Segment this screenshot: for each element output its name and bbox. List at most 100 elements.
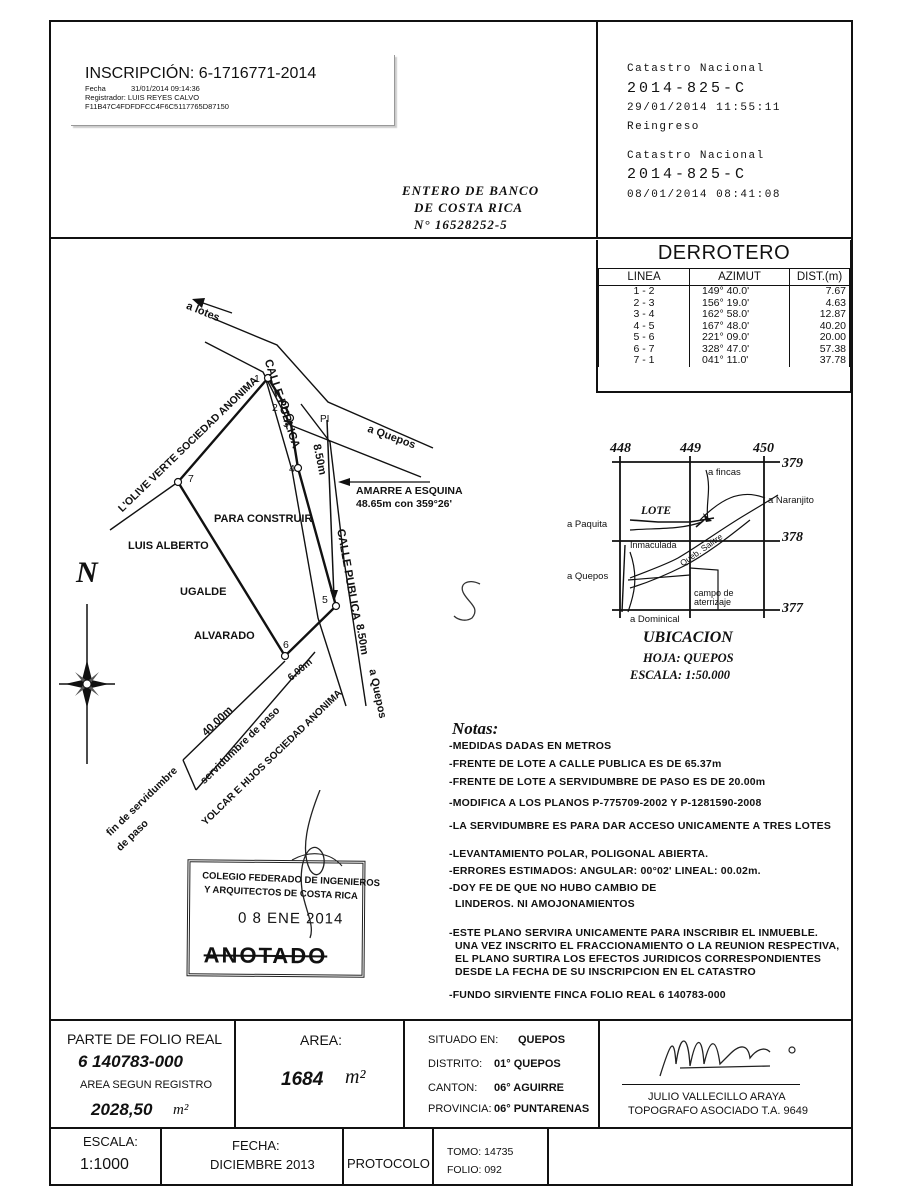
footer-divider-top (50, 1019, 852, 1021)
road-edge-right (300, 403, 367, 707)
grid-right-378: 378 (782, 530, 803, 545)
area-registro-label: AREA SEGUN REGISTRO (80, 1079, 213, 1091)
header-divider (50, 237, 852, 239)
footer-divider-mid (50, 1127, 852, 1129)
catastro-1-label: Catastro Nacional (627, 63, 765, 75)
fecha-label: FECHA: (232, 1138, 280, 1153)
note-item: -ESTE PLANO SERVIRA UNICAMENTE PARA INSC… (449, 927, 819, 939)
provincia-value: 06° PUNTARENAS (494, 1103, 590, 1115)
inscription-fecha-value: 31/01/2014 09:14:36 (131, 84, 200, 93)
area-label: AREA: (300, 1032, 343, 1048)
plan-frame (49, 20, 853, 1186)
distrito-value: 01° QUEPOS (494, 1058, 561, 1070)
tomo-value: TOMO: 14735 (447, 1146, 514, 1158)
grid-right-377: 377 (782, 601, 803, 616)
lote-marker (703, 513, 712, 522)
provincia-label: PROVINCIA: (428, 1103, 492, 1115)
map-escala: ESCALA: 1:50.000 (630, 668, 731, 682)
lotes-arrowhead (192, 298, 205, 308)
catastro-1-note: Reingreso (627, 121, 700, 133)
vertex-marker (280, 400, 290, 410)
inscription-box: INSCRIPCIÓN: 6-1716771-2014 Fecha 31/01/… (71, 55, 395, 126)
servitude-edge-upper (182, 660, 286, 761)
vertex-marker (280, 651, 290, 661)
derrotero-header-linea: LINEA (598, 268, 690, 286)
vertex-marker (263, 373, 273, 383)
note-item: DESDE LA FECHA DE SU INSCRIPCION EN EL C… (455, 966, 756, 978)
label-para-construir: PARA CONSTRUIR (214, 513, 313, 525)
note-item: -FRENTE DE LOTE A SERVIDUMBRE DE PASO ES… (449, 776, 766, 788)
footer-vline-2 (403, 1019, 405, 1129)
road-edge-left (265, 379, 347, 707)
canton-value: 06° AGUIRRE (494, 1082, 565, 1094)
note-item: -LA SERVIDUMBRE ES PARA DAR ACCESO UNICA… (449, 820, 832, 832)
canton-label: CANTON: (428, 1082, 478, 1094)
footer-vline-5 (342, 1127, 344, 1185)
note-item: -FUNDO SIRVIENTE FINCA FOLIO REAL 6 1407… (449, 989, 726, 1001)
servitude-end (182, 759, 197, 791)
map-a-paquita: a Paquita (567, 519, 608, 530)
note-item: LINDEROS. NI AMOJONAMIENTOS (455, 898, 635, 910)
label-alvarado: ALVARADO (194, 630, 255, 642)
label-ugalde: UGALDE (180, 586, 227, 598)
catastro-2-number: 2014-825-C (627, 166, 748, 183)
road-edge-upper (211, 317, 434, 449)
amarre-pointer-head (338, 478, 350, 486)
derrotero-cell-dist: 57.38 (789, 343, 850, 355)
area-value: 1684 (281, 1069, 324, 1090)
derrotero-cell-dist: 20.00 (789, 331, 850, 344)
note-item: -LEVANTAMIENTO POLAR, POLIGONAL ABIERTA. (449, 848, 709, 860)
footer-vline-4 (160, 1127, 162, 1185)
area-registro-unit: m² (173, 1102, 189, 1118)
map-lote: LOTE (641, 505, 672, 517)
vertex-marker (331, 601, 341, 611)
bank-line-1: ENTERO DE BANCO (402, 183, 540, 198)
protocolo-label: PROTOCOLO (347, 1156, 430, 1171)
vertex-label: 2 (272, 402, 278, 414)
amarre-arrowhead (330, 590, 338, 602)
boundary-west-1 (109, 481, 179, 531)
grid-top-448: 448 (610, 441, 631, 456)
derrotero-cell-dist: 40.20 (789, 320, 850, 332)
footer-vline-1 (234, 1019, 236, 1129)
map-a-quepos: a Quepos (567, 571, 609, 582)
note-item: -FRENTE DE LOTE A CALLE PUBLICA ES DE 65… (449, 758, 722, 770)
surveyor-name: JULIO VALLECILLO ARAYA (648, 1091, 786, 1103)
vertex-label: 1 (254, 373, 260, 385)
derrotero-cell-dist: 12.87 (789, 308, 850, 321)
folio-value: 6 140783-000 (78, 1052, 183, 1071)
scribble-mark (453, 580, 481, 621)
note-item: -ERRORES ESTIMADOS: ANGULAR: 00°02' LINE… (449, 865, 761, 877)
note-item: -MODIFICA A LOS PLANOS P-775709-2002 Y P… (449, 797, 762, 809)
map-hoja: HOJA: QUEPOS (643, 651, 734, 665)
grid-right-379: 379 (782, 456, 803, 471)
vertex-marker (173, 477, 183, 487)
catastro-1-number: 2014-825-C (627, 80, 748, 97)
map-campo-2: aterrizaje (694, 597, 732, 607)
label-amarre-2: 48.65m con 359°26' (356, 498, 453, 510)
catastro-2-datetime: 08/01/2014 08:41:08 (627, 189, 781, 201)
inscription-registrador: Registrador: LUIS REYES CALVO (85, 93, 200, 102)
north-label: N (76, 556, 98, 589)
servitude-edge-lower (195, 651, 316, 791)
location-map (612, 456, 780, 618)
vertex-label: 4 (289, 463, 295, 475)
vertex-marker (285, 413, 295, 423)
inscription-title: INSCRIPCIÓN: 6-1716771-2014 (85, 65, 317, 82)
stamp-anotado: ANOTADO (203, 942, 328, 969)
grid-top-450: 450 (753, 441, 774, 456)
map-a-naranjito: a Naranjito (768, 495, 814, 506)
lotes-arrow-line (202, 302, 233, 314)
map-campo-1: campo de (694, 588, 734, 598)
inscription-hash: F11B47C4FDFDFCC4F6C5117765D87150 (85, 102, 229, 111)
situado-label: SITUADO EN: (428, 1034, 499, 1046)
footer-vline-7 (547, 1127, 549, 1185)
note-item: -DOY FE DE QUE NO HUBO CAMBIO DE (449, 882, 657, 894)
catastro-1-datetime: 29/01/2014 11:55:11 (627, 102, 781, 114)
note-item: EL PLANO SURTIRA LOS EFECTOS JURIDICOS C… (455, 953, 822, 965)
label-amarre-1: AMARRE A ESQUINA (356, 485, 463, 497)
vertex-label: 5 (322, 594, 328, 606)
